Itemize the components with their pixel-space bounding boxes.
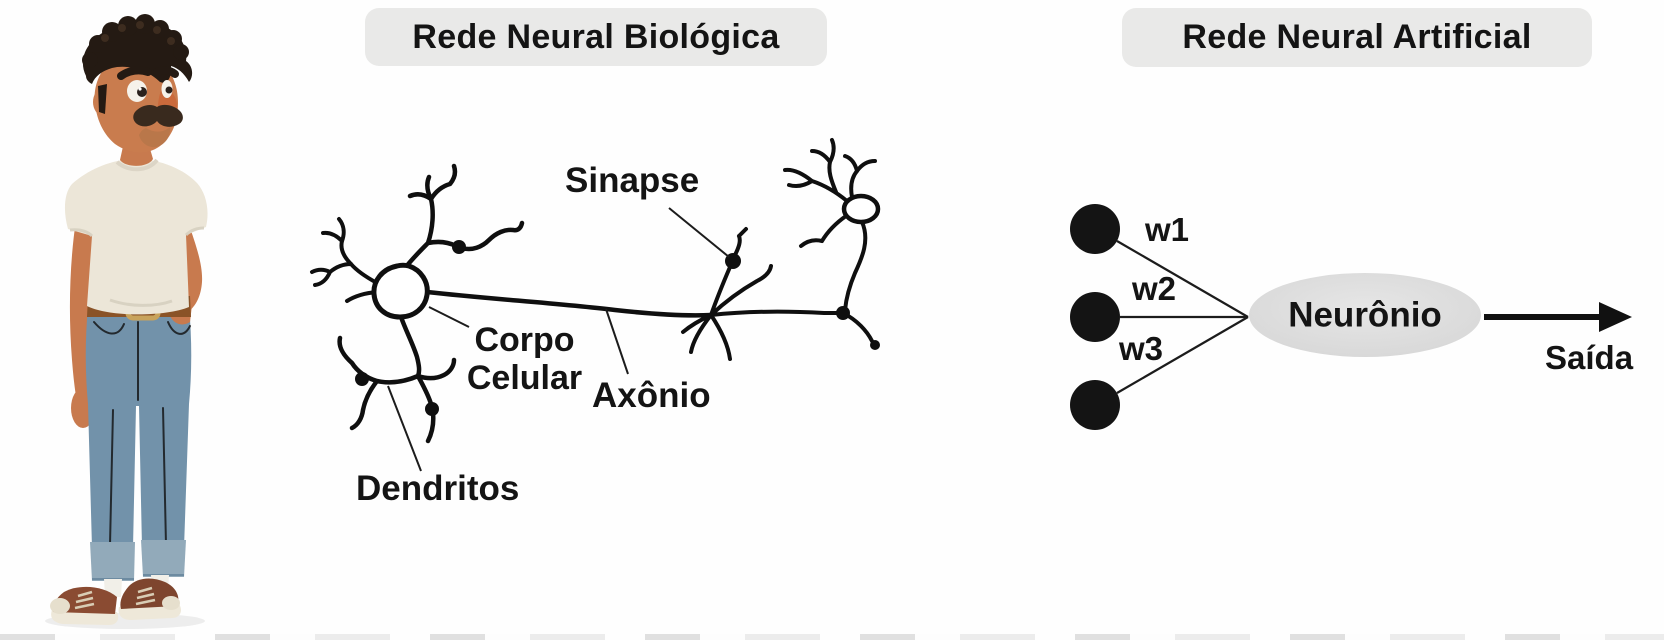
person-chin-beard [139, 127, 171, 148]
bottom-edge-artifact [0, 634, 1664, 640]
synapse-dot-terminal-end [870, 340, 880, 350]
artificial-title-text: Rede Neural Artificial [1182, 18, 1532, 56]
shoe-left-toecap [50, 598, 70, 614]
label-saida: Saída [1545, 339, 1634, 376]
axon-path [424, 289, 714, 318]
biological-section-title: Rede Neural Biológica [365, 8, 827, 66]
shoe-left-sole [51, 610, 119, 625]
artificial-neuron-diagram [1070, 204, 1632, 430]
label-dendritos: Dendritos [356, 469, 520, 508]
tshirt-folds [69, 226, 205, 307]
neuron-ellipse [1249, 273, 1481, 357]
person-mustache [133, 104, 183, 127]
corpo-celular-leader-line [428, 306, 470, 328]
dendritos-leader-line [387, 385, 422, 472]
synapse-dot-lower-left [355, 372, 369, 386]
apical-dendrites-path [402, 163, 525, 271]
jeans-seams [93, 321, 191, 546]
label-weight-w1: w1 [1145, 211, 1190, 248]
sinapse-leader-line [668, 207, 730, 258]
label-weight-w3: w3 [1119, 330, 1164, 367]
synapse-dot-lower-right [425, 402, 439, 416]
second-neuron-soma [841, 193, 881, 225]
label-weight-w2: w2 [1132, 270, 1177, 307]
person-eye-highlight [138, 87, 142, 91]
weight-line-1 [1116, 240, 1249, 318]
jeans-cuff-left [90, 542, 135, 581]
tshirt-collar [115, 158, 159, 172]
person-hair-highlights [101, 21, 175, 45]
label-sinapse: Sinapse [565, 161, 700, 200]
person-illustration [45, 14, 208, 629]
label-corpo-celular: Corpo Celular [466, 321, 583, 397]
biological-neuron-drawing [310, 138, 881, 472]
left-dendrites-path [310, 217, 379, 303]
lower-dendrites-path [337, 314, 457, 444]
weight-line-3 [1116, 316, 1249, 394]
jeans-cuff-right [141, 540, 186, 577]
shoe-right-laces [135, 586, 156, 606]
axon-terminal-path [681, 227, 874, 361]
shoe-left-laces [74, 590, 95, 610]
second-neuron-dendrites [783, 138, 877, 312]
shoe-right-toecap [162, 596, 180, 610]
person-sideburn [98, 84, 107, 114]
artificial-section-title: Rede Neural Artificial [1122, 8, 1592, 67]
biological-title-text: Rede Neural Biológica [412, 17, 780, 56]
label-axonio: Axônio [592, 376, 711, 415]
axonio-leader-line [605, 308, 629, 375]
input-node-2 [1070, 292, 1120, 342]
synapse-dot-upper-branch [452, 240, 466, 254]
input-node-1 [1070, 204, 1120, 254]
label-neuronio: Neurônio [1288, 295, 1442, 335]
person-iris-right [165, 86, 173, 94]
output-arrow-head [1599, 302, 1632, 332]
person-eyebrows [117, 66, 179, 80]
synapse-dot-terminal [836, 306, 850, 320]
input-node-3 [1070, 380, 1120, 430]
person-tshirt [64, 159, 208, 315]
soma-path [371, 262, 430, 320]
